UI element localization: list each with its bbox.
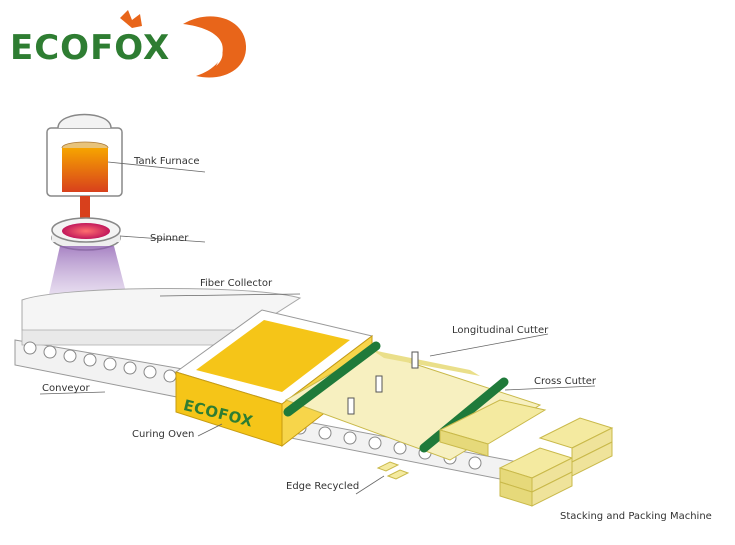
product-line (283, 341, 547, 461)
brand-logo: ECOFOX (10, 28, 170, 68)
label-curing-oven: Curing Oven (132, 429, 195, 440)
label-longitudinal-cutter: Longitudinal Cutter (452, 325, 549, 336)
label-spinner: Spinner (150, 233, 189, 244)
leader-lines (39, 161, 596, 495)
label-edge-recycled: Edge Recycled (286, 481, 360, 492)
brand-logo-text: ECOFOX (10, 28, 171, 68)
stacking-packing-machine (376, 417, 614, 507)
tank-furnace (46, 113, 123, 222)
label-conveyor: Conveyor (42, 383, 90, 394)
conveyor (14, 287, 561, 491)
fox-logo-icon (120, 10, 247, 78)
label-stacking-packing: Stacking and Packing Machine (560, 511, 712, 522)
label-tank-furnace: Tank Furnace (134, 156, 200, 167)
label-fiber-collector: Fiber Collector (200, 278, 273, 289)
label-cross-cutter: Cross Cutter (534, 376, 597, 387)
